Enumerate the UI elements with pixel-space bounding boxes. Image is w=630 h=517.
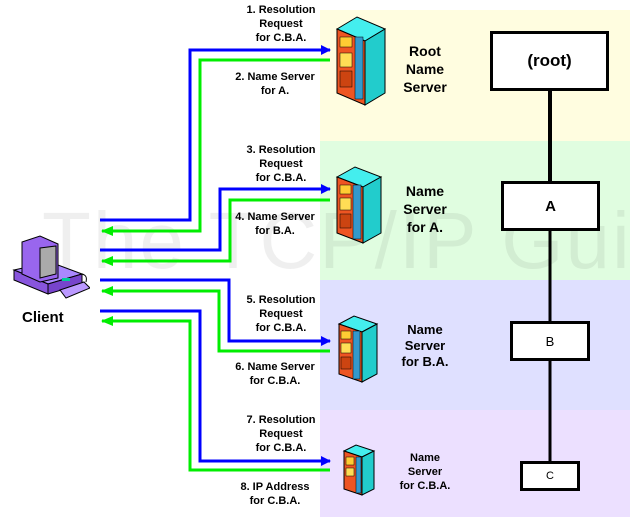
- server-label-line: Server: [403, 79, 447, 95]
- message-label-8: 8. IP Address for C.B.A.: [220, 480, 330, 508]
- tree-node-root: (root): [490, 31, 609, 91]
- message-label-2: 2. Name Server for A.: [220, 70, 330, 98]
- message-label-line: 1. Resolution: [246, 4, 316, 16]
- server-label-line: Root: [409, 43, 441, 59]
- arrow-step-5: [100, 278, 331, 346]
- message-label-line: 2. Name Server: [235, 71, 315, 83]
- message-label-line: 5. Resolution: [246, 294, 316, 306]
- arrow-step-1: [100, 45, 331, 222]
- server-label-line: for C.B.A.: [399, 480, 451, 492]
- server-label-ba: Name Server for B.A.: [385, 322, 465, 370]
- server-label-line: Name: [407, 322, 443, 337]
- message-label-line: for C.B.A.: [255, 322, 307, 334]
- message-label-7: 7. Resolution Request for C.B.A.: [226, 413, 336, 455]
- arrow-step-7: [100, 309, 331, 466]
- server-label-line: Name: [405, 61, 445, 77]
- arrow-step-3: [100, 184, 331, 252]
- arrow-step-2: [101, 58, 330, 236]
- arrow-step-8: [101, 316, 330, 472]
- tree-node-c: C: [520, 461, 580, 491]
- message-label-6: 6. Name Server for C.B.A.: [220, 360, 330, 388]
- message-label-line: 6. Name Server: [235, 361, 315, 373]
- message-label-line: 4. Name Server: [235, 211, 315, 223]
- message-label-line: Request: [259, 308, 303, 320]
- message-label-line: Request: [259, 18, 303, 30]
- message-label-1: 1. Resolution Request for C.B.A.: [226, 3, 336, 45]
- root-server-icon: [335, 16, 387, 106]
- message-label-line: 8. IP Address: [240, 481, 310, 493]
- message-label-line: for A.: [260, 85, 290, 97]
- server-cba-icon: [342, 444, 376, 496]
- tree-node-a: A: [501, 181, 600, 231]
- server-label-line: Server: [403, 201, 447, 217]
- message-label-line: 7. Resolution: [246, 414, 316, 426]
- server-a-icon: [335, 166, 383, 244]
- message-label-line: for C.B.A.: [255, 32, 307, 44]
- tree-node-b: B: [510, 321, 590, 361]
- client-label: Client: [22, 309, 64, 326]
- arrow-step-4: [101, 198, 330, 266]
- message-label-line: for B.A.: [255, 225, 295, 237]
- message-label-line: for C.B.A.: [255, 442, 307, 454]
- message-label-line: 3. Resolution: [246, 144, 316, 156]
- desktop-computer-icon: [12, 235, 90, 299]
- server-label-line: Server: [407, 466, 443, 478]
- message-label-line: Request: [259, 158, 303, 170]
- message-label-4: 4. Name Server for B.A.: [220, 210, 330, 238]
- server-label-line: Name: [410, 452, 440, 464]
- message-label-line: for C.B.A.: [249, 375, 301, 387]
- server-label-line: Server: [404, 338, 446, 353]
- arrow-step-6: [101, 286, 330, 353]
- message-label-line: Request: [259, 428, 303, 440]
- server-label-cba: Name Server for C.B.A.: [385, 451, 465, 493]
- message-label-line: for C.B.A.: [255, 172, 307, 184]
- server-label-a: Name Server for A.: [385, 182, 465, 236]
- server-label-line: for B.A.: [401, 354, 449, 369]
- server-ba-icon: [337, 315, 379, 383]
- server-label-line: Name: [405, 183, 445, 199]
- server-label-line: for A.: [406, 219, 444, 235]
- message-label-line: for C.B.A.: [249, 495, 301, 507]
- server-label-root: Root Name Server: [385, 42, 465, 96]
- message-label-3: 3. Resolution Request for C.B.A.: [226, 143, 336, 185]
- message-label-5: 5. Resolution Request for C.B.A.: [226, 293, 336, 335]
